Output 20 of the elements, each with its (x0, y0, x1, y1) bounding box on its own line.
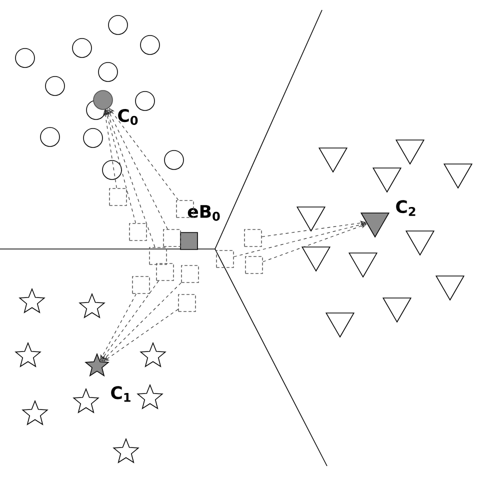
dashed-square (245, 256, 263, 274)
centroid-label: eB$_{0}$ (188, 205, 220, 221)
centroid-label: C$_{1}$ (111, 386, 130, 402)
centroid-marker (180, 232, 198, 250)
dashed-arrow (262, 224, 367, 262)
dashed-square (244, 229, 262, 247)
dashed-square (109, 188, 127, 206)
dashed-square (149, 247, 167, 265)
dashed-square (129, 223, 147, 241)
dashed-arrow (100, 294, 136, 360)
centroid-label: C$_{2}$ (396, 200, 416, 216)
centroid-marker (93, 90, 113, 110)
dashed-square (216, 250, 234, 268)
dashed-square (132, 276, 150, 294)
dashed-square (163, 229, 181, 247)
dashed-square (156, 263, 174, 281)
dashed-square (178, 294, 196, 312)
centroid-label: C$_{0}$ (118, 109, 138, 125)
dashed-arrow (102, 282, 182, 362)
dashed-square (181, 265, 199, 283)
